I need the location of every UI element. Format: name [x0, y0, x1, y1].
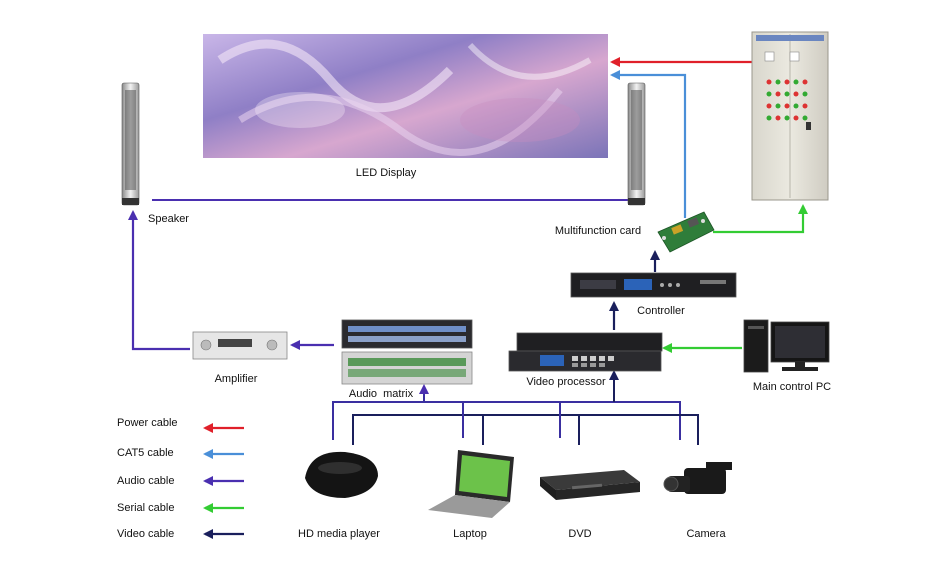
source-bus: [332, 370, 699, 445]
legend-item-audio: Audio cable: [117, 475, 244, 487]
dvd-label: DVD: [568, 528, 591, 540]
dvd-device: [540, 470, 640, 500]
controller-device: [570, 272, 737, 298]
amplifier-device: [192, 331, 288, 360]
amp-to-speaker-line: [128, 210, 190, 351]
legend-label-video: Video cable: [117, 528, 174, 540]
video-processor-device: [508, 332, 663, 372]
legend-item-serial: Serial cable: [117, 502, 244, 514]
led-display: [203, 34, 608, 158]
camera-device: [663, 462, 732, 494]
controller-label: Controller: [637, 305, 685, 317]
legend: Power cable CAT5 cable Audio cable Seria…: [117, 417, 244, 540]
main-control-pc: [743, 319, 830, 373]
legend-item-cat5: CAT5 cable: [117, 447, 244, 459]
led-display-label: LED Display: [356, 167, 417, 179]
laptop-label: Laptop: [453, 528, 487, 540]
amplifier-label: Amplifier: [215, 373, 258, 385]
multifunction-card: [657, 211, 715, 253]
multifunction-card-label: Multifunction card: [555, 225, 641, 237]
hd-media-player-device: [305, 451, 378, 498]
legend-label-serial: Serial cable: [117, 502, 174, 514]
laptop-device: [428, 450, 514, 518]
legend-label-power: Power cable: [117, 417, 178, 429]
main-control-pc-label: Main control PC: [753, 381, 831, 393]
speaker-label: Speaker: [148, 213, 189, 225]
video-processor-label: Video processor: [526, 376, 606, 388]
power-cabinet: [751, 31, 829, 201]
legend-label-cat5: CAT5 cable: [117, 447, 174, 459]
audio-matrix-device: [341, 319, 473, 385]
legend-label-audio: Audio cable: [117, 475, 175, 487]
camera-label: Camera: [686, 528, 726, 540]
right-speaker: [627, 82, 646, 206]
hd-media-player-label: HD media player: [298, 528, 380, 540]
legend-item-power: Power cable: [117, 417, 244, 433]
serial-card-cabinet-line: [713, 204, 808, 234]
audio-matrix-label: Audio matrix: [349, 388, 414, 400]
left-speaker: [121, 82, 140, 206]
legend-item-video: Video cable: [117, 528, 244, 540]
cat5-cable-line: [610, 70, 687, 218]
